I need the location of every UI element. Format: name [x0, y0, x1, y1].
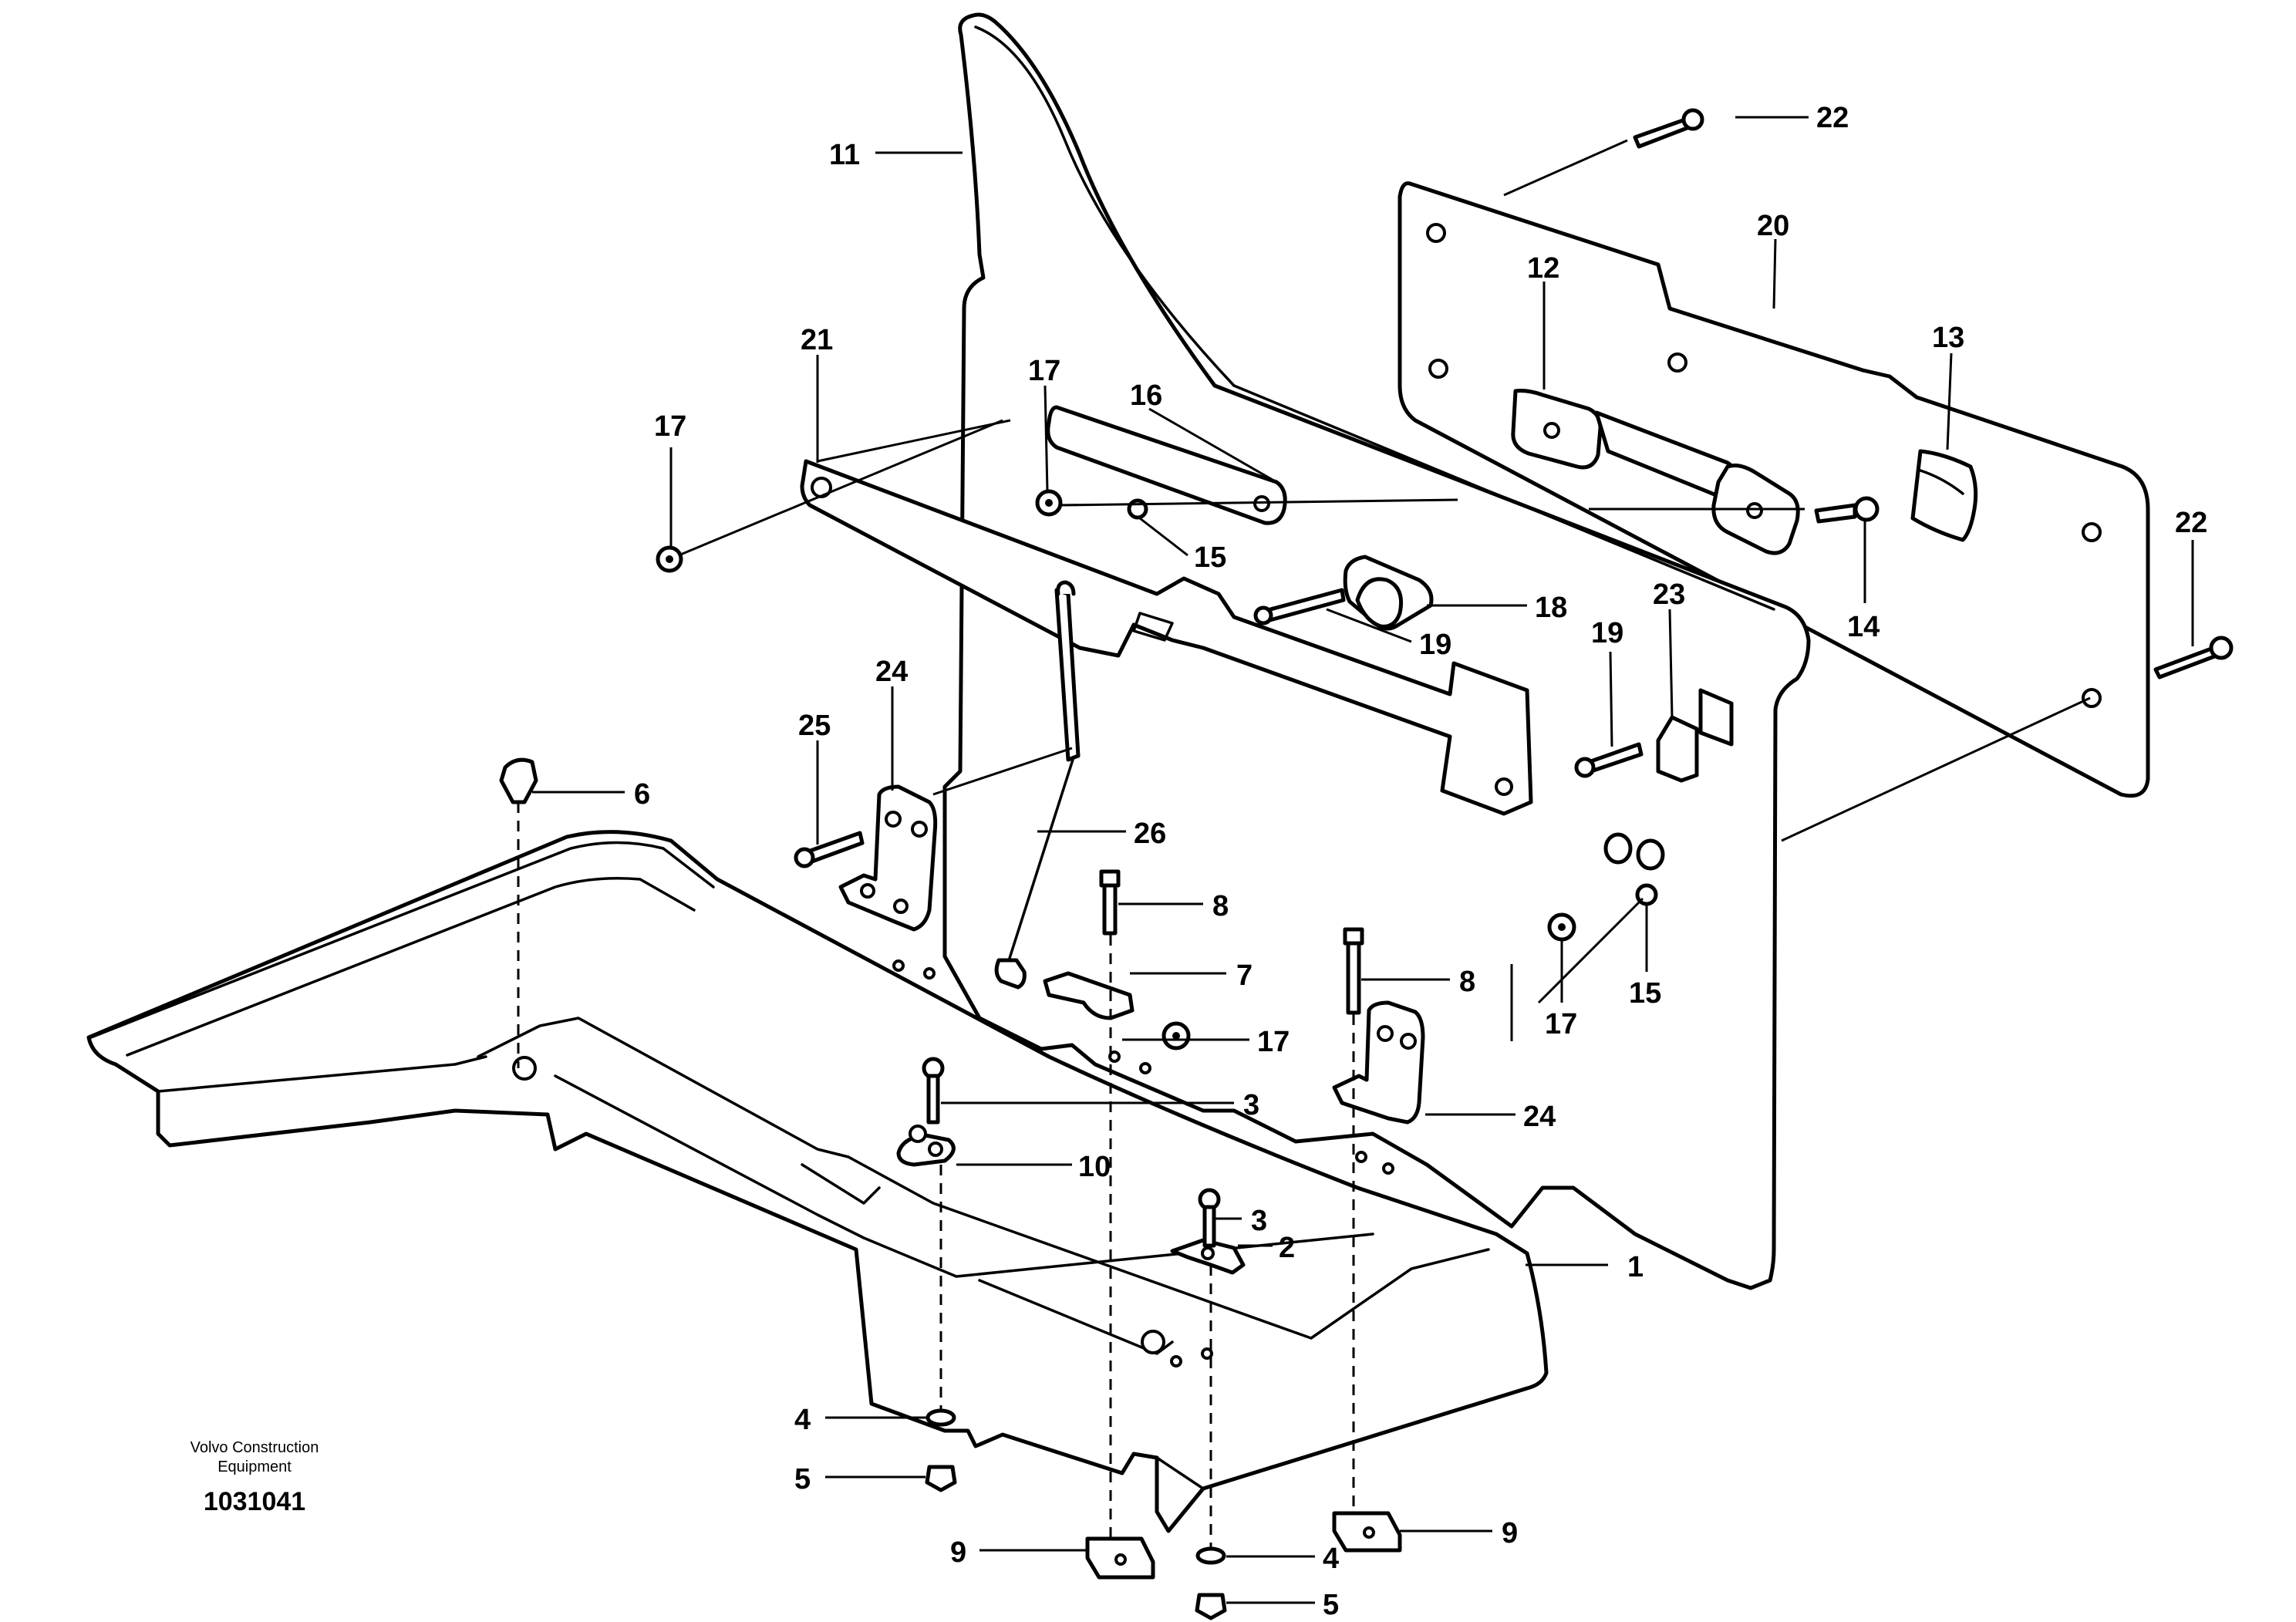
callout-22: 22: [2175, 507, 2207, 539]
brand-line-2: Equipment: [217, 1458, 292, 1475]
spring-mount-bracket: [1043, 971, 1135, 1020]
small-strap: [1046, 405, 1287, 525]
drawing-id: 1031041: [204, 1487, 305, 1516]
callout-18: 18: [1535, 592, 1567, 624]
retainer-plate-2: [1170, 1238, 1246, 1275]
callout-11: 11: [829, 139, 860, 171]
handle-cover: [1910, 449, 1978, 542]
callout-8: 8: [1459, 966, 1475, 998]
callout-5: 5: [1323, 1589, 1339, 1621]
callout-24: 24: [875, 656, 908, 688]
retainer-plate-10: [896, 1125, 956, 1167]
gas-spring: [994, 580, 1081, 990]
fasteners: [499, 108, 2234, 1620]
callout-8: 8: [1212, 890, 1229, 922]
callout-22: 22: [1816, 102, 1849, 134]
side-panel: [942, 12, 1811, 1290]
hinge-bracket-left: [838, 784, 938, 932]
callout-3: 3: [1251, 1205, 1267, 1237]
callout-24: 24: [1523, 1101, 1556, 1133]
callout-6: 6: [634, 778, 650, 811]
callout-21: 21: [801, 324, 833, 356]
callout-26: 26: [1134, 818, 1166, 850]
callout-10: 10: [1078, 1151, 1111, 1183]
callout-17: 17: [1257, 1026, 1290, 1058]
callout-5: 5: [794, 1463, 811, 1496]
small-bracket: [1656, 688, 1734, 783]
callout-7: 7: [1236, 959, 1253, 992]
callout-3: 3: [1243, 1089, 1259, 1121]
callout-19: 19: [1591, 617, 1623, 649]
callout-15: 15: [1194, 541, 1226, 574]
callout-16: 16: [1130, 379, 1162, 412]
callout-4: 4: [1323, 1543, 1339, 1575]
hinge-bracket-right: [1332, 1000, 1425, 1125]
callout-14: 14: [1847, 611, 1880, 643]
callout-12: 12: [1527, 252, 1559, 285]
door-latch: [1343, 555, 1434, 631]
callout-1: 1: [1627, 1251, 1644, 1283]
callout-15: 15: [1629, 977, 1661, 1010]
callout-17: 17: [1545, 1008, 1577, 1040]
callout-leaders: [532, 116, 2194, 1604]
callout-9: 9: [1502, 1517, 1518, 1549]
callout-17: 17: [654, 410, 686, 443]
callout-9: 9: [950, 1536, 966, 1569]
long-bracket: [800, 459, 1533, 816]
drawing-footer: Volvo Construction Equipment 1031041: [190, 1439, 319, 1516]
callout-17: 17: [1028, 355, 1060, 387]
dashed-assembly-lines: [517, 802, 1355, 1550]
callout-25: 25: [798, 710, 831, 742]
callout-4: 4: [794, 1404, 811, 1436]
assembly-lines: [678, 139, 2091, 1041]
callout-20: 20: [1757, 210, 1789, 242]
callout-19: 19: [1419, 629, 1451, 661]
callout-23: 23: [1653, 578, 1685, 611]
callout-13: 13: [1932, 322, 1964, 354]
brand-line-1: Volvo Construction: [190, 1439, 319, 1456]
callout-2: 2: [1279, 1232, 1295, 1264]
callout-labels: 1 2 3 3 4 4 5 5 6 7 8 8 9 9 10 11 12 13 …: [634, 102, 2207, 1621]
storage-console: [86, 830, 1549, 1533]
